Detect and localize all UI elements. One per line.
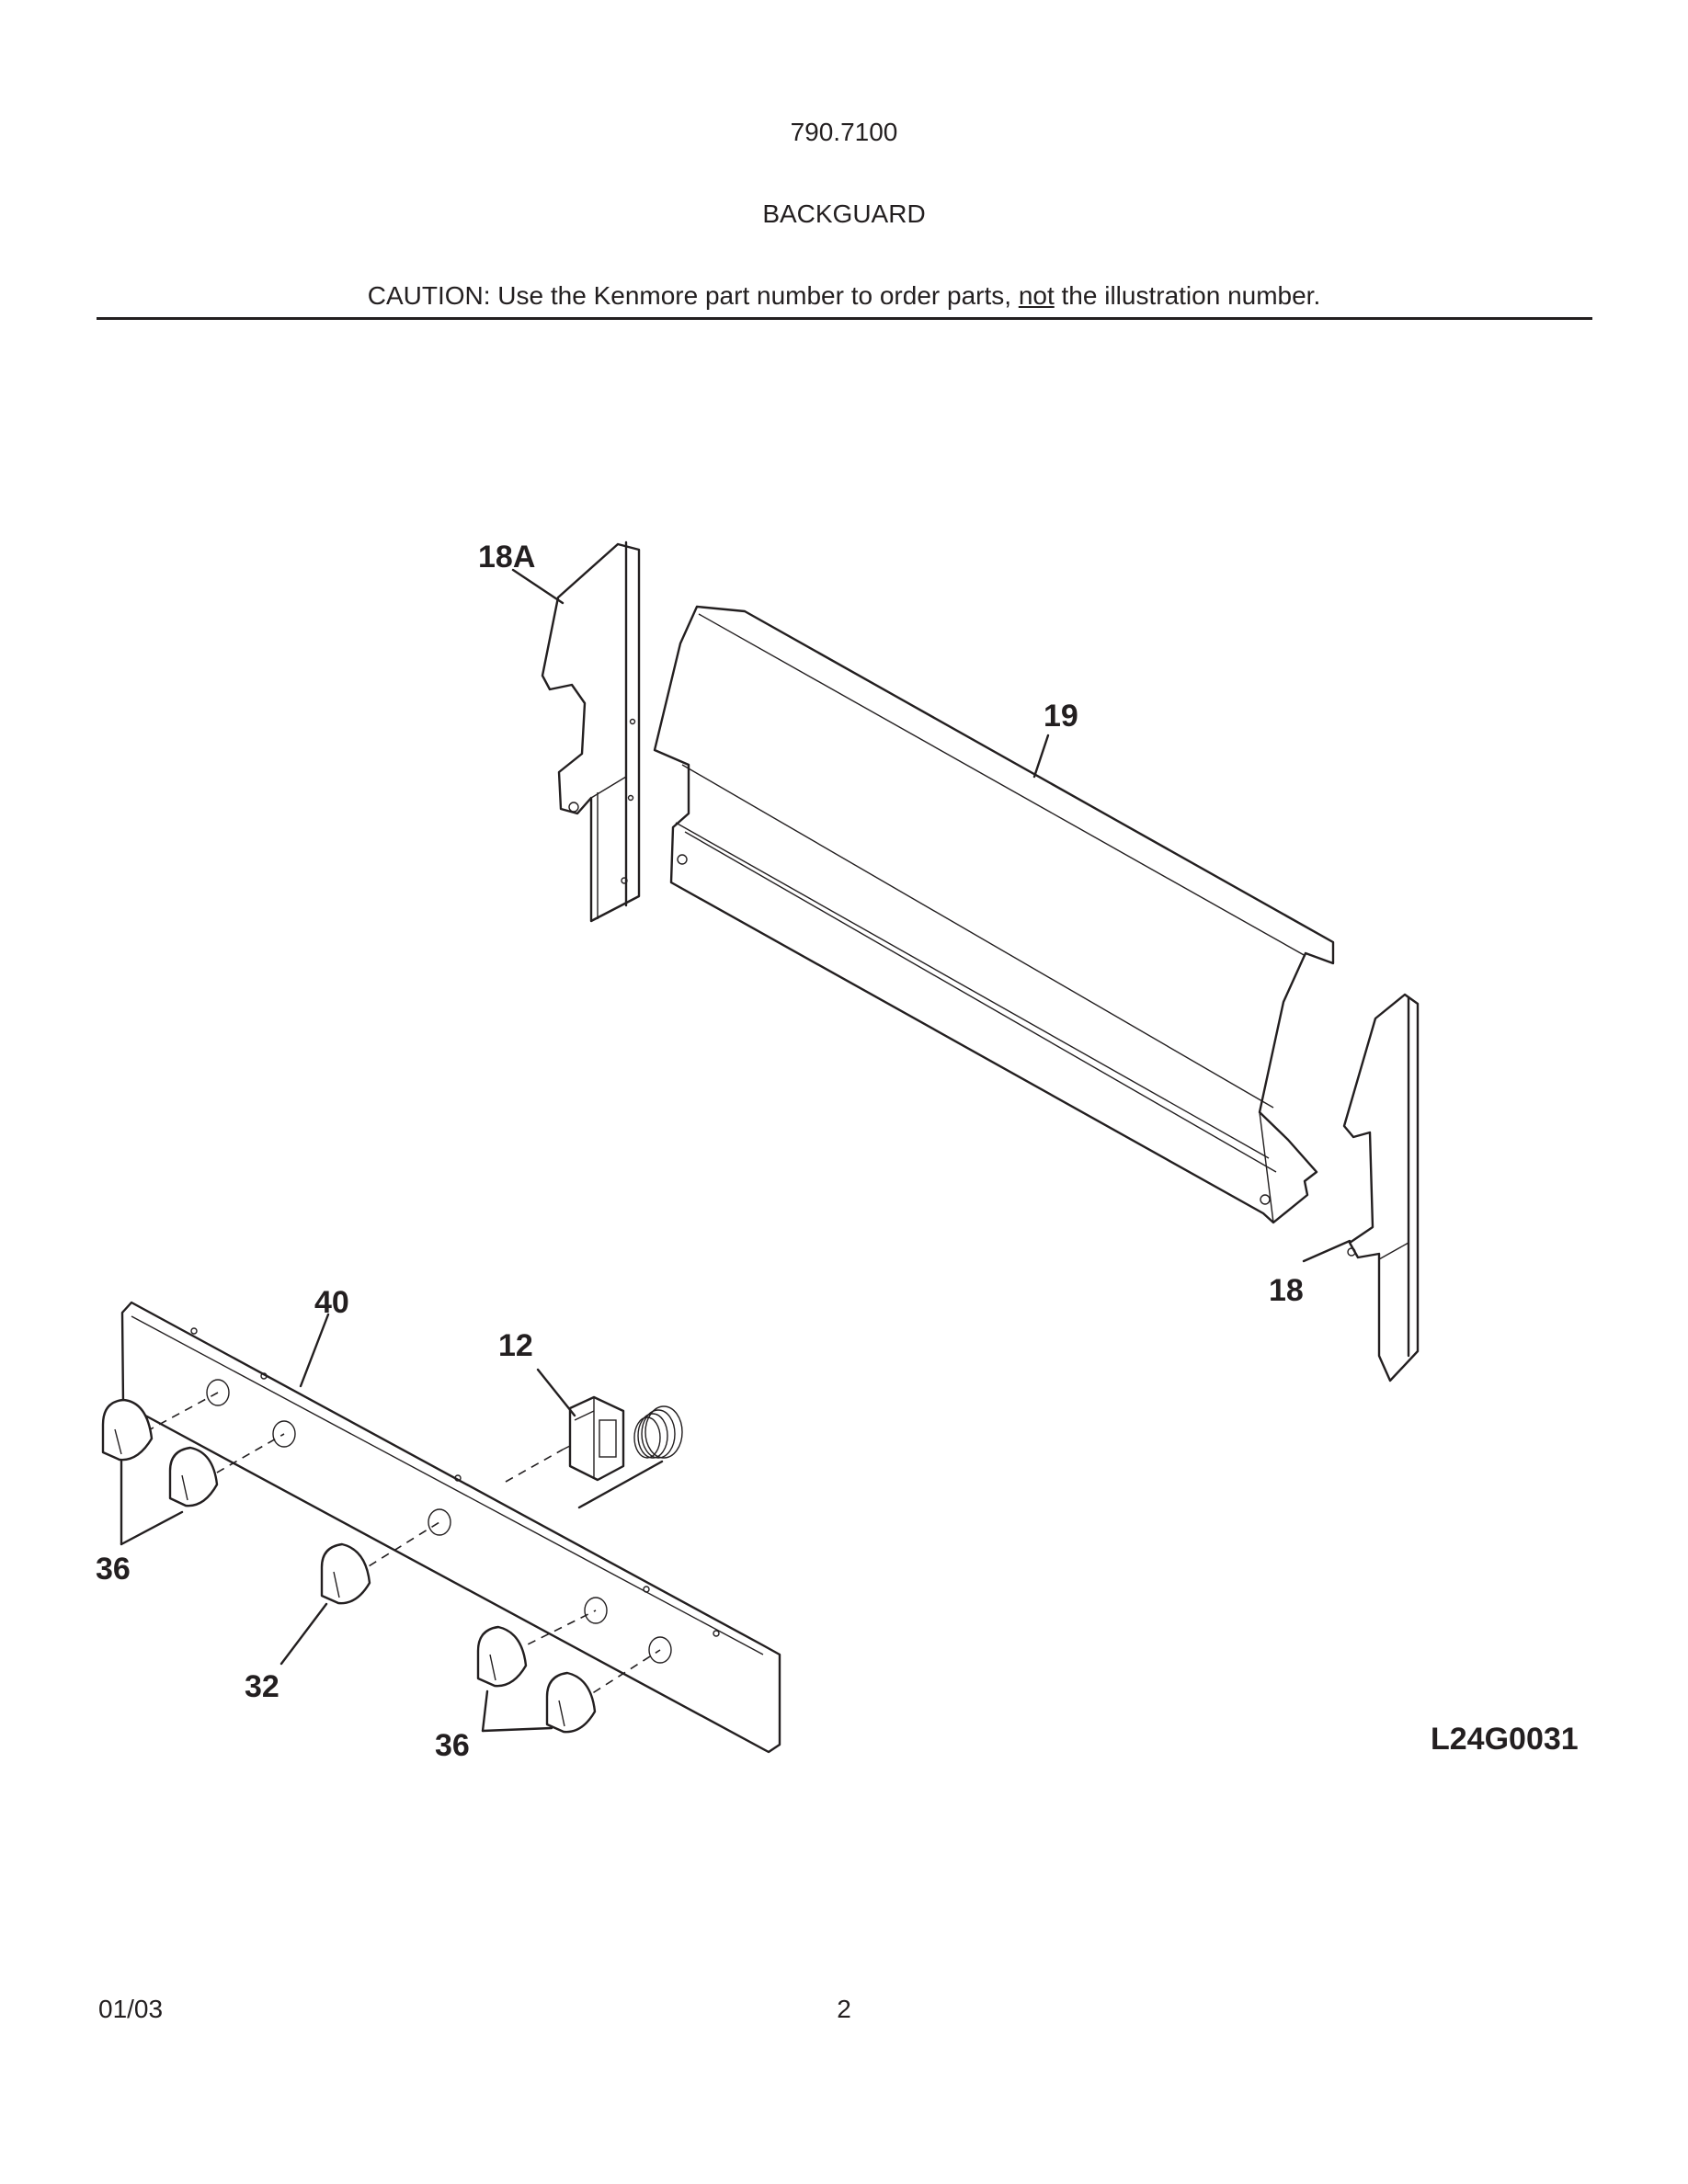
control-panel <box>120 1301 781 1754</box>
callout-12: 12 <box>498 1328 533 1363</box>
backguard-panel <box>653 605 1335 1224</box>
knob-group <box>101 1398 597 1734</box>
callout-32: 32 <box>245 1669 279 1704</box>
caution-note: CAUTION: Use the Kenmore part number to … <box>0 281 1688 311</box>
page-number: 2 <box>837 1995 851 2023</box>
side-bracket-right <box>1342 993 1420 1382</box>
knob-3 <box>320 1542 371 1605</box>
leader-lines <box>120 568 1352 1733</box>
switch-component <box>562 1395 683 1509</box>
caution-prefix: CAUTION: Use the Kenmore part number to … <box>367 281 1019 310</box>
callout-18: 18 <box>1269 1273 1304 1308</box>
footer-date: 01/03 <box>98 1995 164 2023</box>
section-title: BACKGUARD <box>762 199 926 228</box>
knob-5 <box>545 1671 597 1734</box>
callout-36-left: 36 <box>96 1552 131 1587</box>
callout-40: 40 <box>314 1285 349 1320</box>
side-bracket-left <box>541 540 641 923</box>
header-rule <box>97 317 1592 320</box>
callout-36-right: 36 <box>435 1728 470 1763</box>
callout-19: 19 <box>1044 699 1078 734</box>
knob-1 <box>101 1398 154 1462</box>
caution-suffix: the illustration number. <box>1054 281 1321 310</box>
model-number: 790.7100 <box>790 118 898 146</box>
callout-18a: 18A <box>478 540 535 574</box>
drawing-id: L24G0031 <box>1431 1722 1579 1757</box>
knob-4 <box>476 1625 528 1688</box>
knob-2 <box>168 1446 219 1507</box>
caution-emphasis: not <box>1018 281 1055 310</box>
